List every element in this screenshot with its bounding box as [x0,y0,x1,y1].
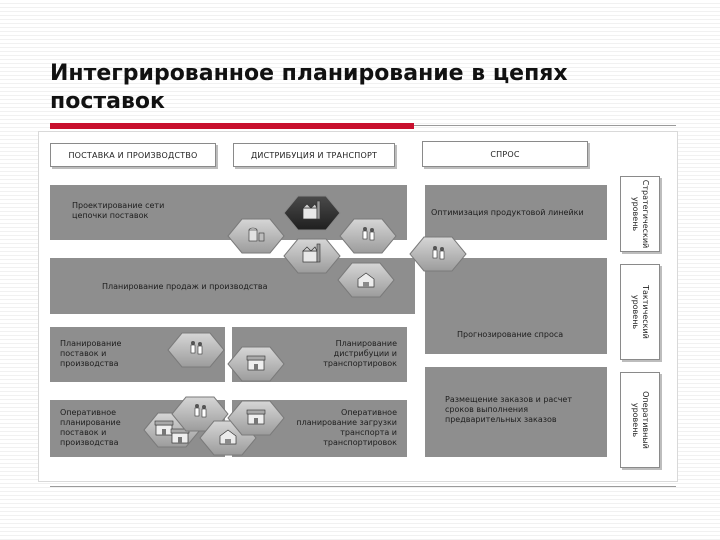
block-label: Оптимизация продуктовой линейки [431,208,584,217]
title-accent-bar [50,123,414,129]
header-supply: ПОСТАВКА И ПРОИЗВОДСТВО [50,143,216,167]
level-tactical: Тактический уровень [620,264,660,360]
hex-distribution-tactical [227,346,285,382]
hex-demand [409,236,467,272]
block-product-line-optimization: Оптимизация продуктовой линейки [425,185,607,240]
title-rule [414,125,676,126]
block-label: Размещение заказов и расчет сроков выпол… [445,395,573,424]
block-order-placement: Размещение заказов и расчет сроков выпол… [425,367,607,457]
store-icon [246,355,266,371]
store-icon [246,409,266,425]
block-demand-forecasting: Прогнозирование спроса [425,258,607,354]
block-label: Планирование дистрибуции и транспортиров… [323,339,397,368]
hex-supply-tactical [167,332,225,368]
slide-title: Интегрированное планирование в цепях пос… [50,61,568,114]
bottom-rule [50,486,676,487]
block-supply-chain-design: Проектирование сети цепочки поставок [50,185,407,240]
block-label: Проектирование сети цепочки поставок [72,201,165,220]
store-icon [154,420,174,436]
hex-tactical-right [337,262,395,298]
hex-strategic-left [227,218,285,254]
hex-strategic-right [339,218,397,254]
level-operational: Оперативный уровень [620,372,660,468]
block-label: Прогнозирование спроса [457,330,564,339]
hex-strategic-dark [283,195,341,231]
block-label: Планирование продаж и производства [102,282,268,291]
block-label: Оперативное планирование загрузки трансп… [296,408,397,447]
header-distribution: ДИСТРИБУЦИЯ И ТРАНСПОРТ [233,143,395,167]
header-demand: СПРОС [422,141,588,167]
block-label: Планирование поставок и производства [60,339,122,368]
block-label: Оперативное планирование поставок и прои… [60,408,121,447]
level-strategic: Стратегический уровень [620,176,660,252]
hex-operational-4 [227,400,285,436]
hex-center [283,238,341,274]
